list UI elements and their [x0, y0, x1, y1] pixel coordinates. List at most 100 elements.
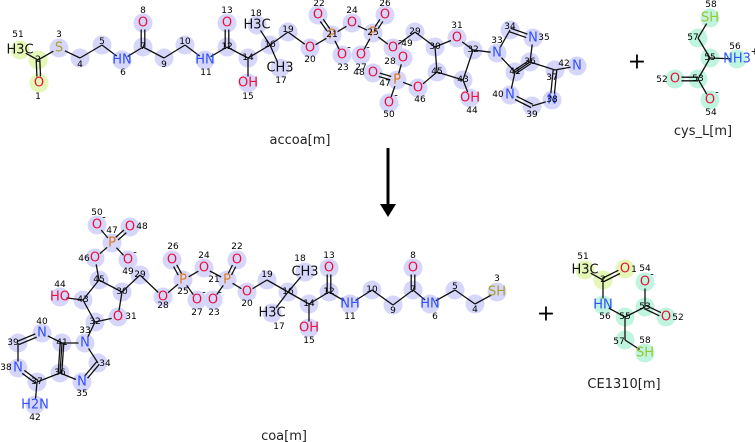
single-bond	[422, 71, 438, 85]
single-bond	[37, 50, 54, 61]
atom-number: 56	[599, 312, 611, 322]
single-bond	[510, 71, 516, 89]
atom-label: HN	[593, 298, 613, 313]
atom-number: 2	[600, 275, 606, 285]
atom-highlight	[340, 294, 360, 314]
atom-number: 40	[492, 90, 504, 100]
atom-highlight	[29, 73, 49, 93]
atom-label: O	[199, 261, 209, 276]
atom-number: 19	[282, 25, 294, 35]
atom-highlight	[542, 90, 562, 110]
atom-highlight	[567, 56, 587, 76]
atom-number: 52	[672, 313, 683, 323]
atom-number: 36	[54, 368, 66, 378]
atom-number: 17	[273, 322, 284, 332]
atom-label: O	[222, 16, 232, 31]
atom-number: 31	[451, 21, 462, 31]
atom-number: 41	[56, 338, 67, 348]
atom-label: N	[77, 375, 87, 390]
double-bond	[553, 70, 558, 94]
atom-label: O	[388, 41, 398, 56]
atom-highlight	[393, 48, 413, 68]
atom-number: 44	[466, 106, 478, 116]
atom-number: 6	[120, 68, 126, 78]
single-bond	[252, 279, 268, 290]
double-bond	[550, 69, 554, 94]
molecule-name-ce1310: CE1310[m]	[587, 377, 660, 392]
atom-highlight	[727, 49, 747, 69]
atom-number: 12	[221, 42, 232, 52]
atom-number: 42	[29, 413, 40, 423]
atom-number: 57	[687, 33, 698, 43]
single-bond	[287, 276, 302, 293]
atom-number: 43	[77, 295, 88, 305]
atom-number: 18	[294, 254, 306, 264]
atom-label: O	[192, 293, 202, 308]
atom-number: 24	[346, 6, 358, 16]
single-bond	[337, 25, 347, 33]
atom-charge: -	[202, 288, 206, 299]
atom-number: 11	[344, 312, 355, 322]
single-bond	[377, 36, 389, 45]
molecule-cys_L-bonds	[681, 23, 731, 95]
atom-label: HN	[112, 53, 132, 68]
atom-number: 12	[323, 287, 334, 297]
atom-label: O	[347, 16, 357, 31]
single-bond	[142, 46, 165, 59]
single-bond	[36, 372, 61, 383]
double-bond	[322, 18, 331, 30]
atom-number: 29	[409, 27, 421, 37]
single-bond	[186, 284, 194, 296]
atom-label: N	[572, 59, 582, 74]
atom-charge: -	[218, 288, 222, 299]
atom-number: 55	[704, 53, 715, 63]
double-bond	[516, 95, 534, 105]
atom-highlight	[237, 282, 257, 302]
atom-number: 24	[198, 251, 210, 261]
single-bond	[87, 348, 99, 364]
atom-number: 28	[157, 301, 169, 311]
atom-number: 35	[76, 389, 87, 399]
atom-label: P	[328, 28, 336, 43]
single-bond	[414, 31, 436, 48]
atom-number: 32	[467, 45, 478, 55]
single-bond	[590, 272, 604, 281]
atom-number: 55	[619, 312, 630, 322]
atom-number: 16	[264, 40, 276, 50]
atom-number: 14	[303, 299, 315, 309]
atom-number: 34	[504, 22, 516, 32]
single-bond	[624, 339, 640, 351]
atom-label: O	[324, 261, 334, 276]
atom-number: 27	[355, 63, 366, 73]
atom-label: O	[705, 93, 715, 108]
atom-number: 2	[35, 55, 41, 65]
reaction-arrow	[380, 148, 396, 217]
atom-highlight	[238, 73, 258, 93]
atom-highlight	[700, 90, 720, 110]
double-bond	[18, 336, 37, 346]
atom-charge: -	[133, 248, 137, 259]
atom-highlight	[108, 307, 128, 327]
atom-label: N	[547, 93, 557, 108]
atom-label: H3C	[6, 43, 33, 58]
atom-label: O	[158, 290, 168, 305]
atom-number: 53	[639, 302, 650, 312]
atom-label: N	[13, 361, 23, 376]
atom-label: O	[92, 218, 102, 233]
single-bond	[434, 39, 452, 48]
single-bond	[287, 291, 310, 305]
double-bond	[172, 266, 179, 276]
single-bond	[25, 52, 39, 61]
atom-label: OH	[238, 76, 258, 91]
single-bond	[398, 64, 402, 74]
atom-highlight	[332, 45, 352, 65]
atom-label: O	[167, 253, 177, 268]
single-bond	[275, 291, 289, 309]
atom-highlight	[247, 15, 267, 35]
atom-number: 50	[91, 208, 103, 218]
atom-highlight	[575, 260, 595, 280]
single-bond	[287, 31, 306, 45]
atom-number: 45	[93, 275, 104, 285]
atom-highlight	[700, 8, 720, 28]
